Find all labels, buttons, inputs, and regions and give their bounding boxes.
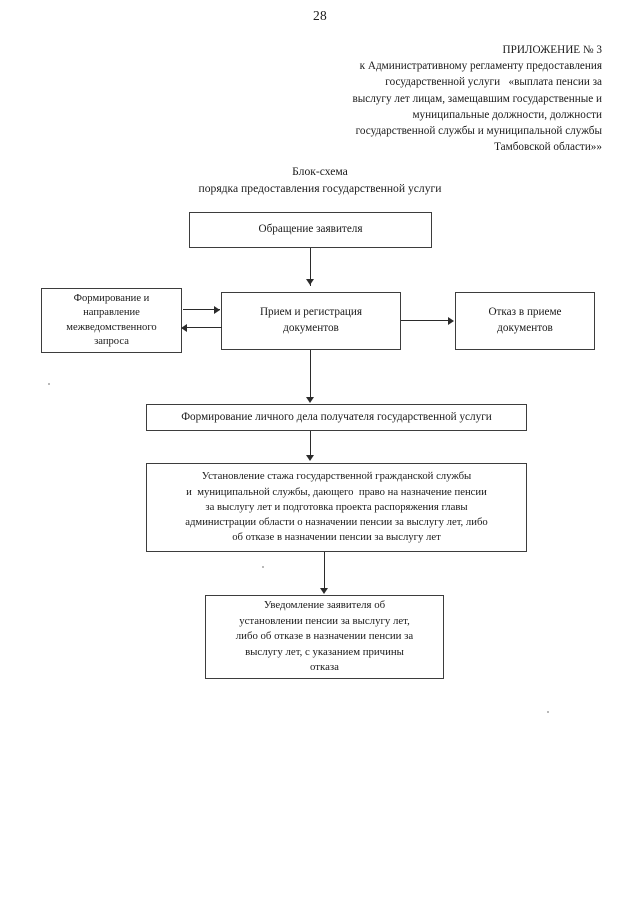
flow-node-notification-line-1: Уведомление заявителя об [263,599,386,612]
arrowhead-right-icon [214,305,220,314]
flow-node-notification-line-5: отказа [310,661,339,674]
flow-node-reception: Прием и регистрация документов [221,292,401,350]
flow-node-notification-line-4: выслугу лет, с указанием причины [245,645,404,658]
flow-node-personal-file-line-1: Формирование личного дела получателя гос… [181,410,492,423]
connector-application-to-reception [310,248,312,286]
arrowhead-down-icon [306,397,315,403]
flow-node-service-record-line-2: и муниципальной службы, дающего право на… [186,485,487,498]
flow-node-application: Обращение заявителя [189,212,432,248]
flow-node-service-record: Установление стажа государственной гражд… [146,463,527,552]
flow-node-service-record-line-5: об отказе в назначении пенсии за выслугу… [232,531,441,544]
flow-node-notification-line-2: установлении пенсии за выслугу лет, [239,614,410,627]
appendix-line-3: государственной услуги «выплата пенсии з… [385,76,602,89]
scan-speck [547,711,549,713]
scheme-title-line-1: Блок-схема [292,165,348,178]
appendix-line-5: муниципальные должности, должности [412,108,602,121]
arrowhead-down-icon [306,455,315,461]
flow-node-reception-line-2: документов [283,322,339,334]
appendix-line-7: Тамбовской области»» [494,141,602,154]
flow-node-interdepartmental-request-line-4: запроса [94,335,129,347]
flow-node-service-record-line-4: администрации области о назначении пенси… [185,516,488,529]
flow-node-notification-line-3: либо об отказе в назначении пенсии за [235,630,414,643]
scan-speck [48,383,50,385]
appendix-line-1: ПРИЛОЖЕНИЕ № 3 [502,44,602,56]
flow-node-service-record-line-3: за выслугу лет и подготовка проекта расп… [205,500,468,513]
arrowhead-down-icon [320,588,329,594]
page-number: 28 [312,8,328,23]
flow-node-service-record-line-1: Установление стажа государственной гражд… [201,470,472,483]
scan-speck [262,566,264,568]
arrowhead-right-icon [448,316,454,325]
arrowhead-left-icon [181,323,187,332]
connector-personal-file-to-service-record [310,431,312,456]
scheme-title: Блок-схема порядка предоставления госуда… [0,163,640,197]
appendix-line-4: выслугу лет лицам, замещавшим государств… [352,92,602,105]
flow-node-notification: Уведомление заявителя об установлении пе… [205,595,444,679]
flow-node-reception-line-1: Прием и регистрация [259,306,363,319]
flow-node-refusal: Отказ в приеме документов [455,292,595,350]
flow-node-interdepartmental-request: Формирование и направление межведомствен… [41,288,182,353]
flow-node-application-line-1: Обращение заявителя [258,223,363,236]
connector-reception-to-interdepartmental [184,327,222,329]
flow-node-interdepartmental-request-line-3: межведомственного [66,321,157,333]
flow-node-interdepartmental-request-line-2: направление [83,307,140,319]
connector-interdepartmental-to-reception [183,309,220,311]
arrowhead-down-icon [306,279,315,285]
appendix-line-2: к Административному регламенту предостав… [359,60,602,73]
flow-node-personal-file: Формирование личного дела получателя гос… [146,404,527,431]
appendix-reference-block: ПРИЛОЖЕНИЕ № 3 к Административному регла… [202,42,602,155]
connector-reception-to-personal-file [310,350,312,398]
flow-node-refusal-line-2: документов [497,322,553,334]
scheme-title-line-2: порядка предоставления государственной у… [198,182,442,195]
appendix-line-6: государственной службы и муниципальной с… [355,125,602,138]
flow-node-refusal-line-1: Отказ в приеме [488,306,562,319]
connector-reception-to-refusal [401,320,450,322]
connector-service-record-to-notification [324,552,326,588]
flow-node-interdepartmental-request-line-1: Формирование и [73,292,150,304]
